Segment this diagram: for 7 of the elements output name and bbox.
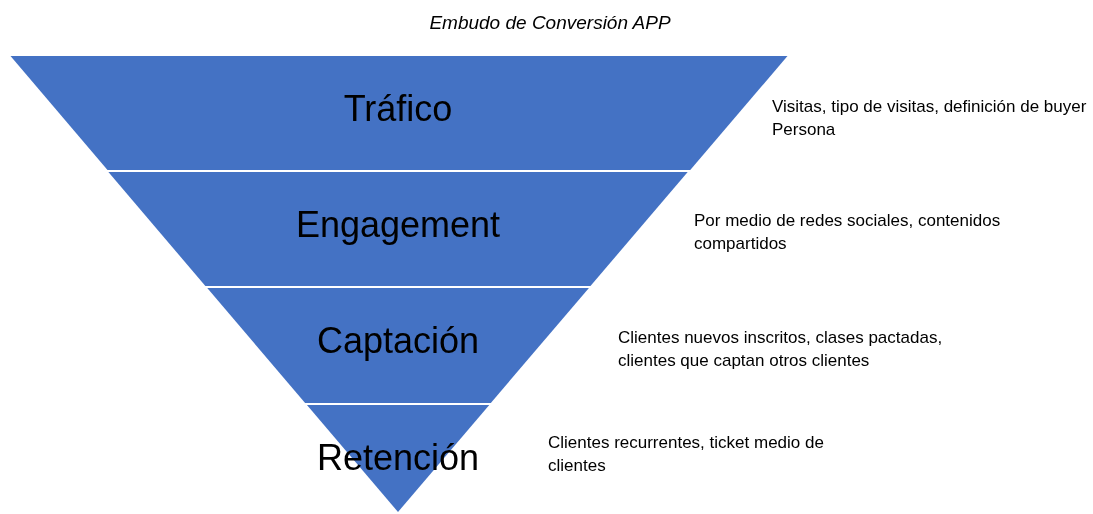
- diagram-title: Embudo de Conversión APP: [428, 12, 672, 34]
- stage-description: Visitas, tipo de visitas, definición de buyer Persona: [772, 96, 1088, 141]
- stage-description: Clientes recurrentes, ticket medio de clientes: [548, 432, 825, 477]
- stage-label: Engagement: [294, 204, 502, 246]
- stage-label: Captación: [315, 320, 481, 362]
- stage-description: Clientes nuevos inscritos, clases pactadas, clientes que captan otros clientes: [618, 327, 944, 372]
- stage-description: Por medio de redes sociales, contenidos compartidos: [694, 210, 1002, 255]
